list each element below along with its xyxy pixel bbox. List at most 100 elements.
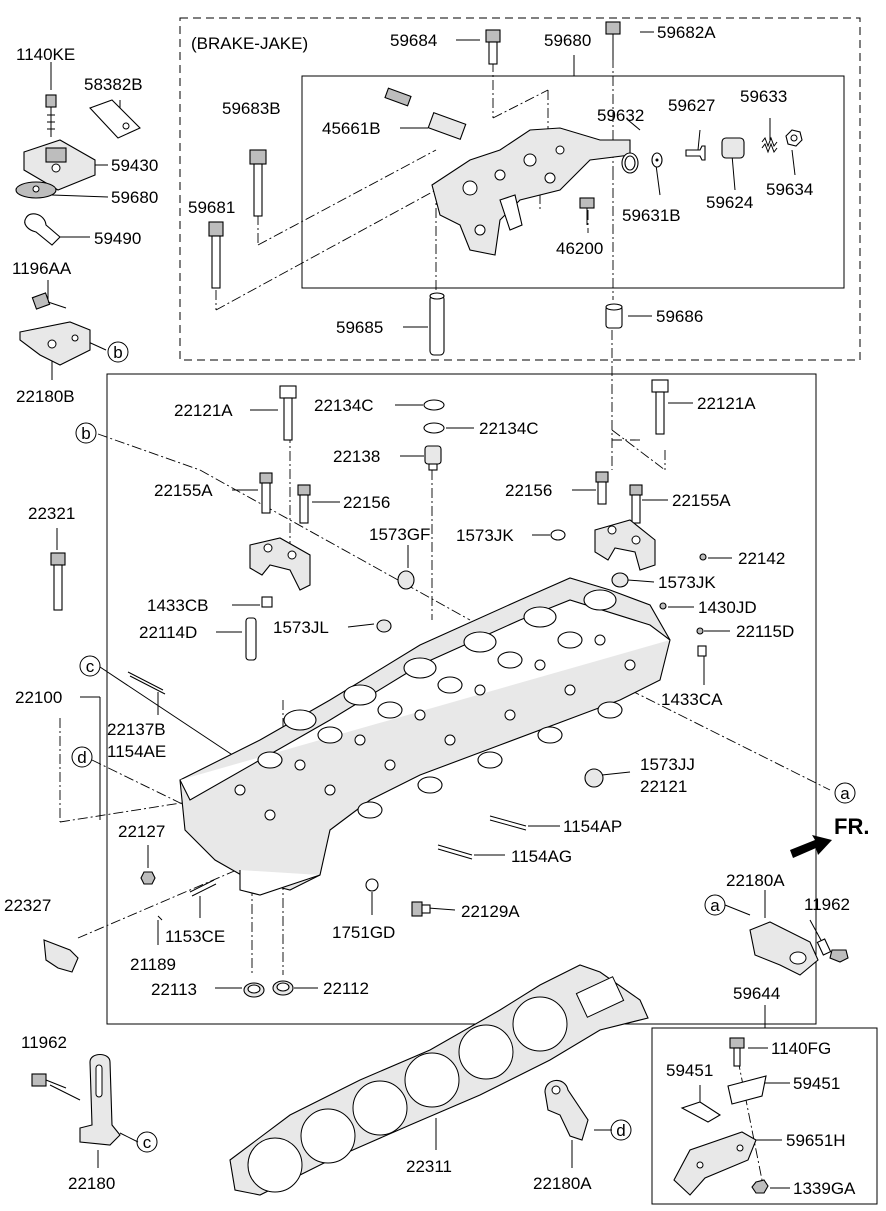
nut-59634 <box>785 129 803 147</box>
callout-c-lower: c <box>136 1131 158 1153</box>
label-59624: 59624 <box>706 193 753 212</box>
brake-jake-inner-box <box>301 75 845 289</box>
label-11962-right: 11962 <box>804 895 850 914</box>
pin-22115d <box>696 627 704 635</box>
svg-text:d: d <box>616 1121 625 1140</box>
plug-1573jj <box>584 768 604 788</box>
svg-text:b: b <box>113 343 122 362</box>
label-22180a-upper: 22180A <box>726 871 785 890</box>
label-1430jd: 1430JD <box>698 598 757 617</box>
bolt-22156-right <box>595 471 609 505</box>
label-22156-left: 22156 <box>343 493 390 512</box>
part-labels: 1140KE 58382B 59430 59680 59490 1196AA 2… <box>4 23 856 1198</box>
seal-22113 <box>243 982 265 998</box>
bolt-1140ke <box>45 94 57 137</box>
label-22155a-right: 22155A <box>672 491 731 510</box>
label-22134c-2: 22134C <box>479 419 539 438</box>
label-46200: 46200 <box>556 239 603 258</box>
callout-b-left: b <box>107 341 129 363</box>
callout-d-head: d <box>71 746 93 768</box>
label-1573jl: 1573JL <box>273 618 329 637</box>
pin-45661b <box>384 87 467 141</box>
label-22112: 22112 <box>323 979 369 998</box>
cylinder-head-22100 <box>179 577 671 896</box>
label-59680-top: 59680 <box>544 31 591 50</box>
label-59633: 59633 <box>740 87 787 106</box>
bolt-1140fg <box>729 1037 745 1067</box>
label-22321: 22321 <box>28 504 75 523</box>
seal-22112 <box>272 980 294 996</box>
head-gasket-22311 <box>229 964 649 1196</box>
bolt-59682a <box>605 21 621 60</box>
callout-a-head: a <box>834 782 856 804</box>
brake-jake-title: (BRAKE-JAKE) <box>191 34 308 53</box>
label-1339ga: 1339GA <box>793 1179 856 1198</box>
stud-22137b <box>127 671 166 695</box>
brake-housing-assembly <box>431 127 631 256</box>
plug-1573jk-1 <box>550 529 566 541</box>
label-59682a: 59682A <box>657 23 716 42</box>
label-22311: 22311 <box>406 1157 452 1176</box>
sensor-1751gd <box>365 878 379 892</box>
label-22155a-left: 22155A <box>154 481 213 500</box>
cap-bearing-right <box>594 519 656 571</box>
label-59490: 59490 <box>94 229 141 248</box>
pin-21189 <box>157 915 163 921</box>
oring-22134c-1 <box>423 399 445 411</box>
bolt-22121a-left <box>279 385 297 441</box>
head-bolt-holes <box>234 634 636 821</box>
piston-59624 <box>721 137 745 159</box>
label-1573jk-2: 1573JK <box>658 573 716 592</box>
label-59685: 59685 <box>336 318 383 337</box>
front-arrow-icon <box>790 835 832 858</box>
callout-d-lower: d <box>610 1119 632 1141</box>
bracket-59451-right <box>727 1075 767 1105</box>
bolt-59684 <box>485 29 501 65</box>
stud-1154ag <box>437 844 473 860</box>
callout-c-head: c <box>79 655 101 677</box>
injector-sleeve-22138 <box>424 445 442 471</box>
label-1433cb: 1433CB <box>147 596 208 615</box>
cylinder-head-group-box <box>106 373 817 1025</box>
label-22180: 22180 <box>68 1174 115 1193</box>
pin-59627 <box>685 145 706 161</box>
arm-59490 <box>24 213 61 246</box>
label-22100: 22100 <box>15 688 62 707</box>
label-59681: 59681 <box>188 198 235 217</box>
label-59632: 59632 <box>597 106 644 125</box>
bolt-11962-right <box>816 938 849 963</box>
label-22121a-right: 22121A <box>697 394 756 413</box>
plug-22127 <box>140 871 156 885</box>
bolt-11962-left <box>31 1073 67 1089</box>
pin-1430jd <box>659 602 667 610</box>
brake-jake-group-box <box>179 17 861 361</box>
bracket-59451-left <box>680 1101 722 1123</box>
label-59680-left: 59680 <box>111 188 158 207</box>
label-22121a-left: 22121A <box>174 401 233 420</box>
callout-b-head: b <box>75 422 97 444</box>
front-label: FR. <box>834 814 869 839</box>
label-1154ag: 1154AG <box>511 847 572 866</box>
label-59644: 59644 <box>733 984 780 1003</box>
label-1573jj: 1573JJ <box>640 755 695 774</box>
oring-22134c-2 <box>423 422 445 434</box>
washer-59631b <box>651 152 663 168</box>
stud-1153ce <box>189 879 217 897</box>
label-22142: 22142 <box>738 549 785 568</box>
label-59451-left: 59451 <box>666 1061 713 1080</box>
label-59627: 59627 <box>668 96 715 115</box>
label-22134c-1: 22134C <box>314 396 374 415</box>
stud-1154ap <box>489 815 527 831</box>
label-58382b: 58382B <box>84 75 143 94</box>
label-21189: 21189 <box>130 955 176 974</box>
bolt-59683b <box>249 149 267 217</box>
bracket-22180a-lower <box>544 1079 589 1141</box>
svg-text:c: c <box>86 657 95 676</box>
svg-text:c: c <box>143 1133 152 1152</box>
bracket-22180 <box>79 1053 121 1146</box>
bolt-22121a-right <box>651 379 669 435</box>
label-59631b: 59631B <box>622 206 681 225</box>
plug-22327 <box>43 939 79 973</box>
label-22113: 22113 <box>151 980 197 999</box>
bolt-22155a-left <box>259 472 273 514</box>
